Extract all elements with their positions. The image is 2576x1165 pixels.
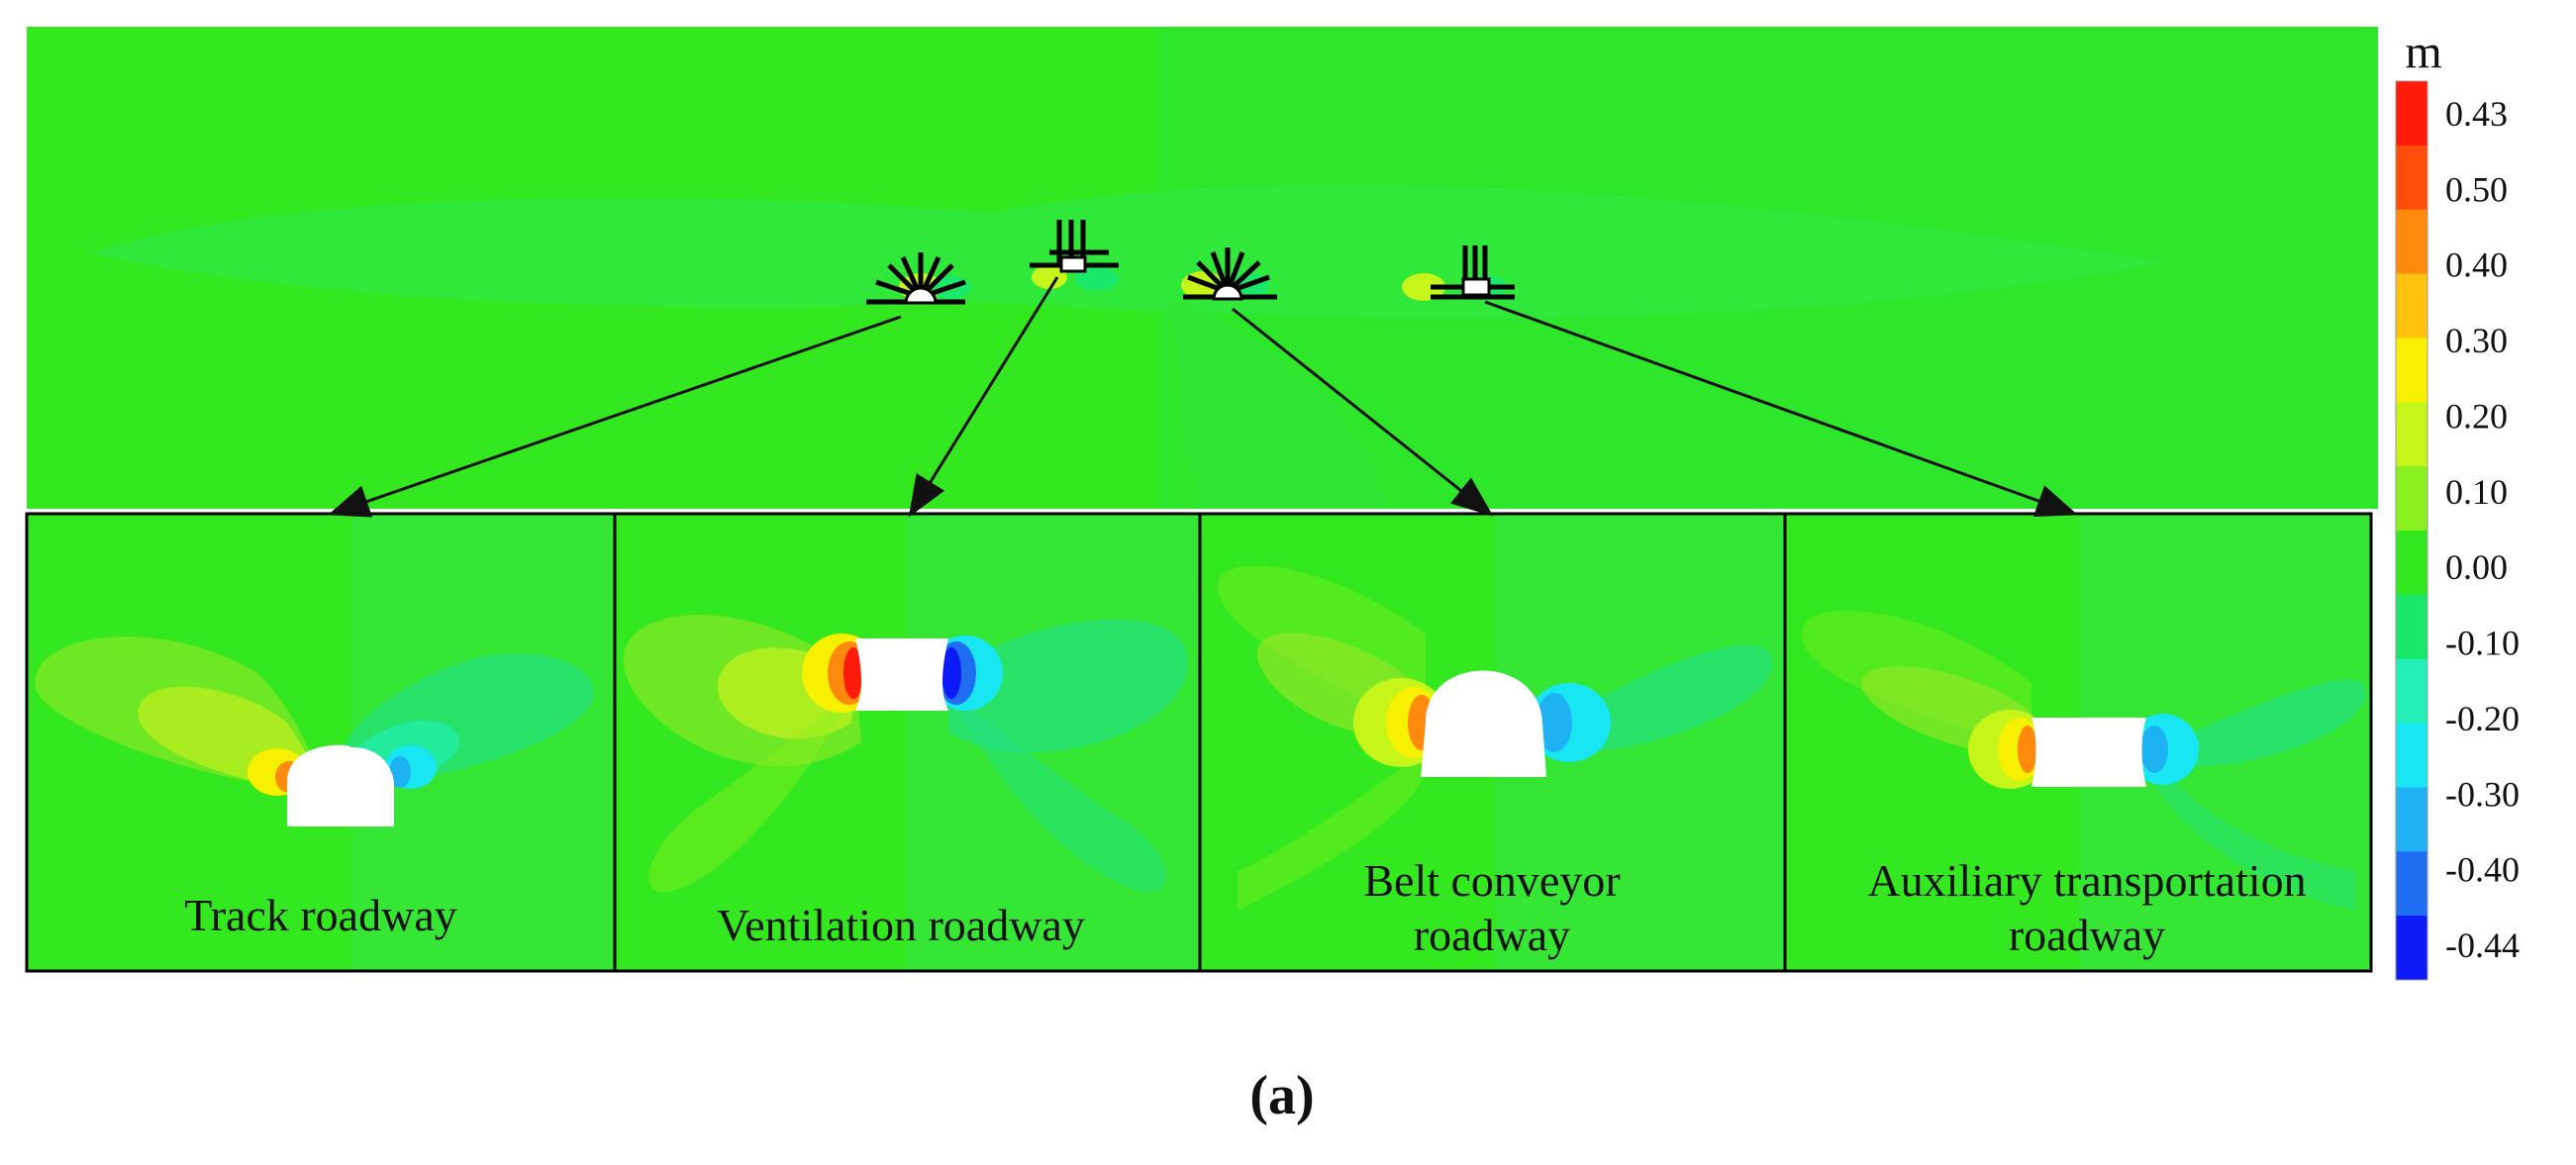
color-scale-label: -0.44 <box>2445 925 2520 965</box>
panel-auxiliary-transportation-roadway <box>1785 514 2371 971</box>
color-scale-band <box>2396 338 2427 403</box>
auxiliary-transportation-roadway-glyph <box>1431 245 1515 300</box>
color-scale-band <box>2396 658 2427 725</box>
panel-ventilation-roadway <box>615 514 1200 971</box>
color-scale-band <box>2396 466 2427 532</box>
panel-label-ventilation: Ventilation roadway <box>717 900 1085 950</box>
color-scale <box>2395 80 2428 981</box>
color-scale-band <box>2396 81 2427 146</box>
ventilation-roadway-glyph <box>1030 220 1119 273</box>
panel-label-belt-line2: roadway <box>1414 910 1570 960</box>
panel-belt-conveyor-roadway <box>1200 514 1785 971</box>
color-scale-label: 0.20 <box>2445 396 2508 436</box>
callout-arrows <box>328 276 2078 518</box>
track-roadway-glyph <box>866 252 966 305</box>
color-scale-label: 0.40 <box>2445 245 2508 285</box>
color-scale-band <box>2396 531 2427 596</box>
figure-caption: (a) <box>1249 1065 1314 1126</box>
color-scale-label: 0.00 <box>2445 547 2508 587</box>
panel-track-roadway <box>27 514 615 971</box>
color-scale-frame <box>2395 80 2428 981</box>
color-scale-band <box>2396 594 2427 660</box>
color-scale-band <box>2396 787 2427 852</box>
color-scale-band <box>2396 273 2427 339</box>
arrow-belt <box>1232 307 1494 517</box>
arrow-track <box>328 315 902 518</box>
color-scale-band <box>2396 723 2427 788</box>
panel-label-auxiliary-line2: roadway <box>2009 910 2165 960</box>
panel-frames <box>25 512 2373 973</box>
color-scale-band <box>2396 145 2427 211</box>
panel-label-track: Track roadway <box>184 890 457 940</box>
color-scale-label: 0.50 <box>2445 169 2508 209</box>
color-scale-band <box>2396 851 2427 917</box>
color-scale-band <box>2396 209 2427 275</box>
scale-unit: m <box>2405 26 2441 78</box>
color-scale-labels: 0.43 0.50 0.40 0.30 0.20 0.10 0.00 -0.10 -0.20 -0… <box>2445 94 2520 965</box>
color-scale-label: -0.20 <box>2445 699 2520 738</box>
panel-label-belt-line1: Belt conveyor <box>1363 855 1620 906</box>
color-scale-label: 0.10 <box>2445 472 2508 512</box>
overview-contour <box>27 27 2378 509</box>
color-scale-band <box>2396 916 2427 981</box>
color-scale-label: -0.30 <box>2445 774 2520 814</box>
panel-label-auxiliary-line1: Auxiliary transportation <box>1867 855 2306 906</box>
color-scale-label: -0.10 <box>2445 624 2520 663</box>
color-scale-label: 0.30 <box>2445 321 2508 360</box>
belt-conveyor-roadway-glyph <box>1183 247 1277 301</box>
arrow-auxiliary <box>1484 300 2078 518</box>
color-scale-label: 0.43 <box>2445 94 2508 134</box>
arrow-ventilation <box>908 276 1059 518</box>
color-scale-band <box>2396 402 2427 467</box>
color-scale-label: -0.40 <box>2445 850 2520 890</box>
